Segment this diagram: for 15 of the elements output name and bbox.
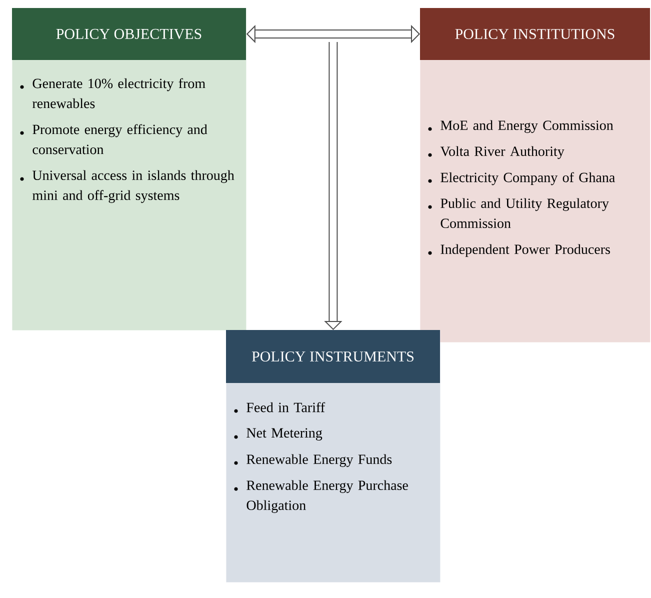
bullet-item: Independent Power Producers xyxy=(428,244,610,257)
bullet-item: Volta River Authority xyxy=(428,146,564,159)
bullet-item: Renewable Energy Funds xyxy=(234,454,392,467)
bullet-item: MoE and Energy Commission xyxy=(428,120,614,133)
bullet-item: Public and Utility Regulatory Commission xyxy=(428,198,609,228)
bullet-item: Generate 10% electricity from renewables xyxy=(20,78,206,108)
bullet-item: Feed in Tariff xyxy=(234,402,326,413)
bullet-item: Universal access in islands through mini and off-grid systems xyxy=(20,170,234,203)
panel-header: POLICY INSTITUTIONS xyxy=(420,8,650,60)
bullet-item: Net Metering xyxy=(234,428,322,440)
bullet-item: Promote energy efficiency and conservation xyxy=(20,124,208,154)
panel-header: POLICY OBJECTIVES xyxy=(12,8,246,60)
bullet-item: Electricity Company of Ghana xyxy=(428,172,615,186)
bullet-item: Renewable Energy Purchase Obligation xyxy=(234,480,408,513)
panel-header: POLICY INSTRUMENTS xyxy=(226,330,440,383)
